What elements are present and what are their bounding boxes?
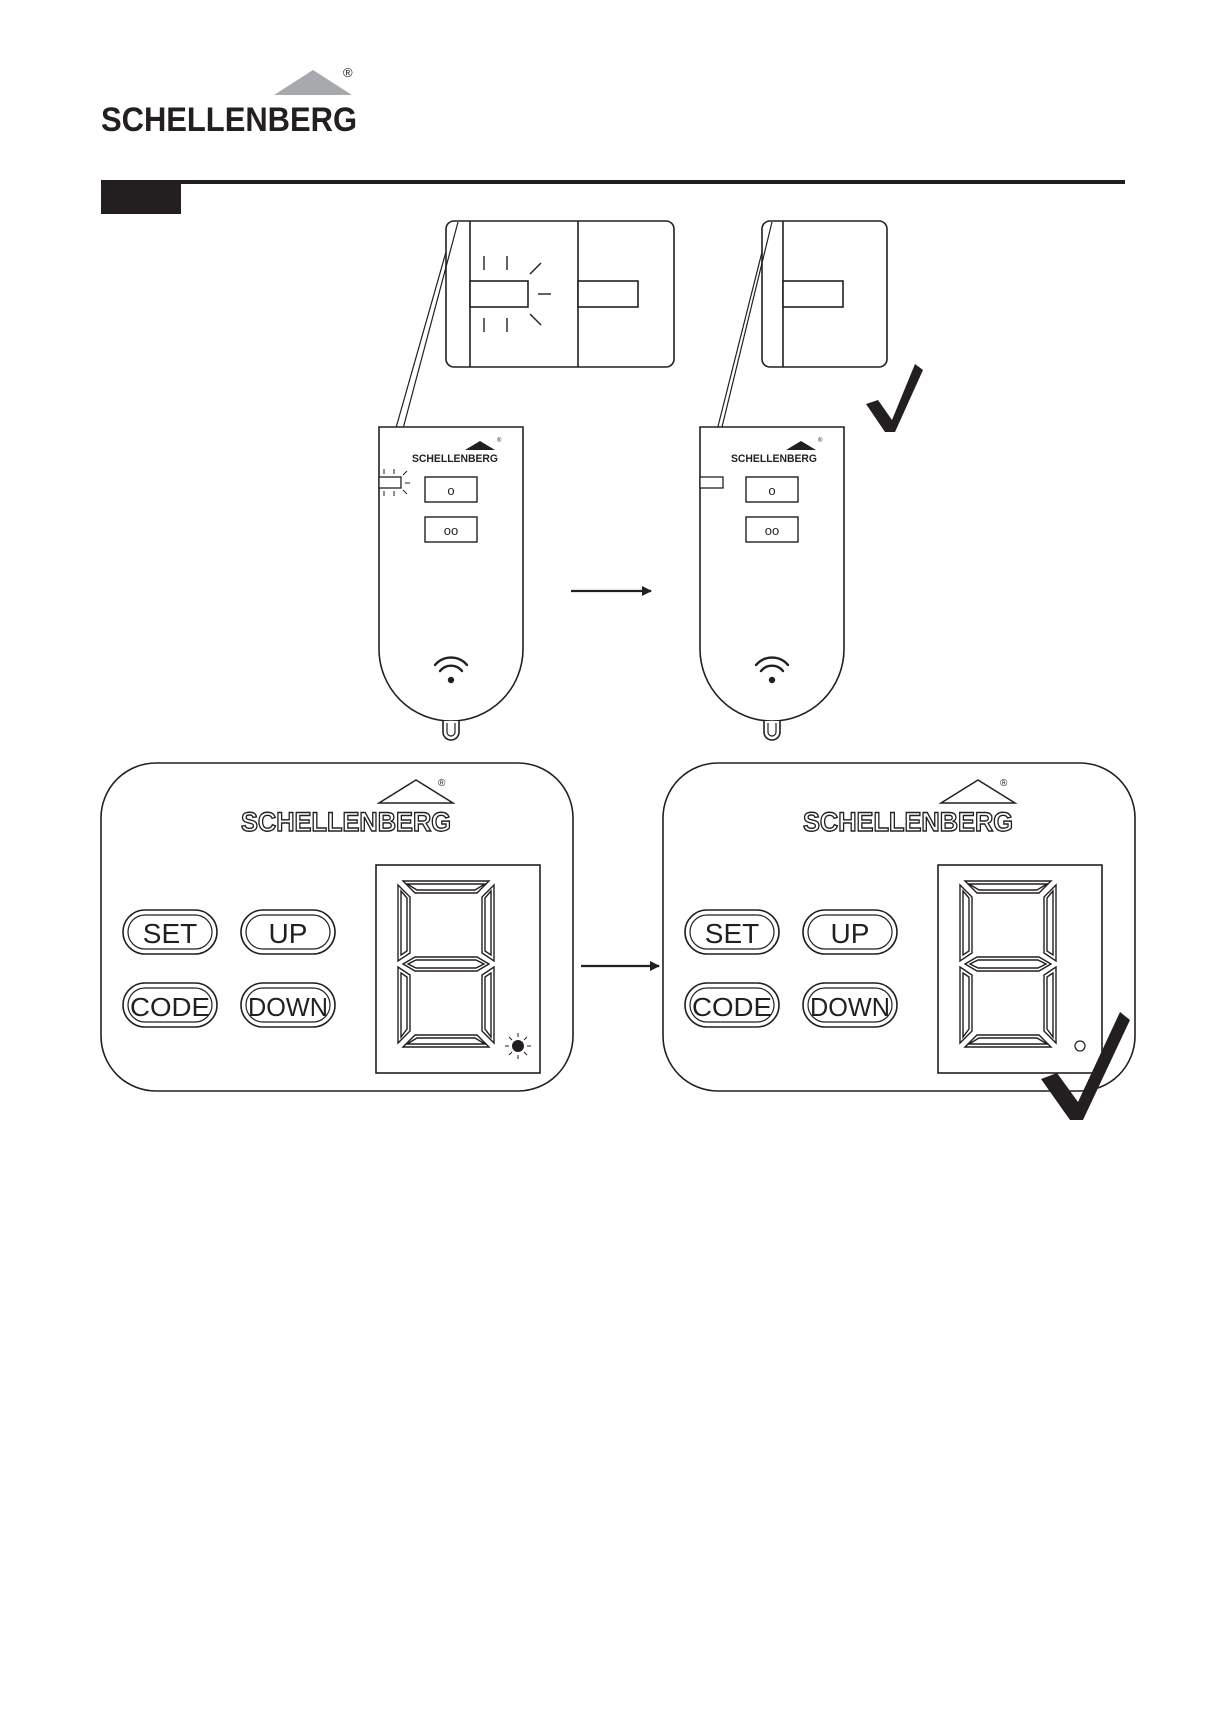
svg-text:®: ® [818,437,823,444]
seven-segment-display [376,865,540,1073]
remote-button-one-label: o [447,483,454,498]
remote-brand-label: SCHELLENBERG [731,453,817,465]
code-button[interactable]: CODE [123,983,217,1027]
svg-text:®: ® [497,437,502,444]
up-button[interactable]: UP [241,910,335,954]
down-button[interactable]: DOWN [803,983,897,1027]
led-indicator-off [783,281,843,307]
code-button[interactable]: CODE [685,983,779,1027]
remote-brand-label: SCHELLENBERG [412,453,498,465]
svg-text:®: ® [1000,778,1008,789]
down-button[interactable]: DOWN [241,983,335,1027]
set-button[interactable]: SET [123,910,217,954]
remote-control-confirmed: ® SCHELLENBERG o oo [700,427,844,740]
brand-name: SCHELLENBERG [101,101,357,139]
control-panel-blinking: ® SCHELLENBERG SET UP CODE DOWN [101,763,573,1091]
set-button-label: SET [143,918,197,949]
panel-brand-label: SCHELLENBERG [803,807,1013,837]
header-rule [101,180,1125,184]
up-button-label: UP [831,918,870,949]
registered-mark: ® [343,65,353,80]
header-tab-block [101,180,181,214]
code-button-label: CODE [130,992,210,1022]
remote-button-two-label: oo [444,523,458,538]
zoom-box-off [762,221,887,367]
brand-logo: ® SCHELLENBERG [101,65,357,139]
remote-led-blinking [379,477,401,488]
remote-button-one-label: o [768,483,775,498]
zoom-box-blinking [446,221,674,367]
set-button-label: SET [705,918,759,949]
remote-led-off [700,477,723,488]
checkmark-icon [866,364,923,432]
set-button[interactable]: SET [685,910,779,954]
up-button[interactable]: UP [803,910,897,954]
svg-text:®: ® [438,778,446,789]
control-panel-confirmed: ® SCHELLENBERG SET UP CODE DOWN [663,763,1135,1091]
remote-button-two-label: oo [765,523,779,538]
code-button-label: CODE [692,992,772,1022]
led-indicator-blinking [470,281,528,307]
down-button-label: DOWN [810,992,890,1022]
decimal-point-off-icon [1075,1041,1085,1051]
remote-control-blinking: ® SCHELLENBERG o oo [379,427,523,740]
down-button-label: DOWN [248,992,328,1022]
up-button-label: UP [269,918,308,949]
logo-roof-icon [274,70,352,95]
panel-brand-label: SCHELLENBERG [241,807,451,837]
seven-segment-display [938,865,1102,1073]
